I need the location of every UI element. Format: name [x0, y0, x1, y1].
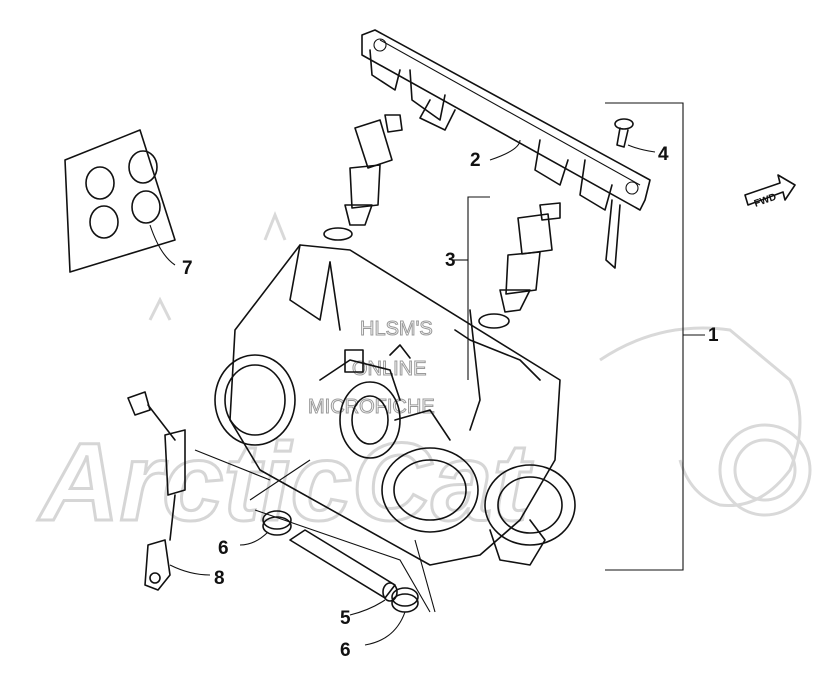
hose-and-clamps-drawing — [262, 510, 419, 613]
callout-2: 2 — [470, 150, 481, 171]
watermark-brand: ArcticCat — [37, 421, 533, 544]
watermark-motorcycle-shape — [599, 326, 802, 508]
watermark-wheel-shape — [718, 423, 812, 517]
leader-lines — [149, 102, 705, 646]
watermark-line-1: HLSM'S — [360, 318, 433, 340]
callout-1: 1 — [708, 325, 719, 346]
watermark: ArcticCat HLSM'S ONLINE MICROFICHE — [36, 210, 812, 546]
callout-7: 7 — [182, 258, 193, 279]
callout-4: 4 — [658, 144, 669, 165]
injector-right-drawing — [478, 202, 561, 329]
screw-drawing — [614, 118, 634, 148]
callouts: 1 2 3 4 5 6 6 7 8 — [182, 144, 719, 661]
callout-6-lower: 6 — [340, 640, 351, 661]
callout-5: 5 — [340, 608, 351, 629]
watermark-spires-shape — [148, 210, 287, 321]
gasket-drawing — [64, 129, 176, 273]
fuel-rail-drawing — [361, 29, 651, 269]
throttle-body-drawing — [214, 244, 576, 566]
forward-direction-arrow: FWD — [744, 174, 796, 210]
fwd-label: FWD — [753, 192, 778, 210]
injector-left-drawing — [323, 114, 403, 241]
cable-drawing — [127, 391, 186, 591]
callout-8: 8 — [214, 568, 225, 589]
callout-6-upper: 6 — [218, 538, 229, 559]
watermark-line-3: MICROFICHE — [308, 396, 435, 418]
callout-3: 3 — [445, 250, 456, 271]
